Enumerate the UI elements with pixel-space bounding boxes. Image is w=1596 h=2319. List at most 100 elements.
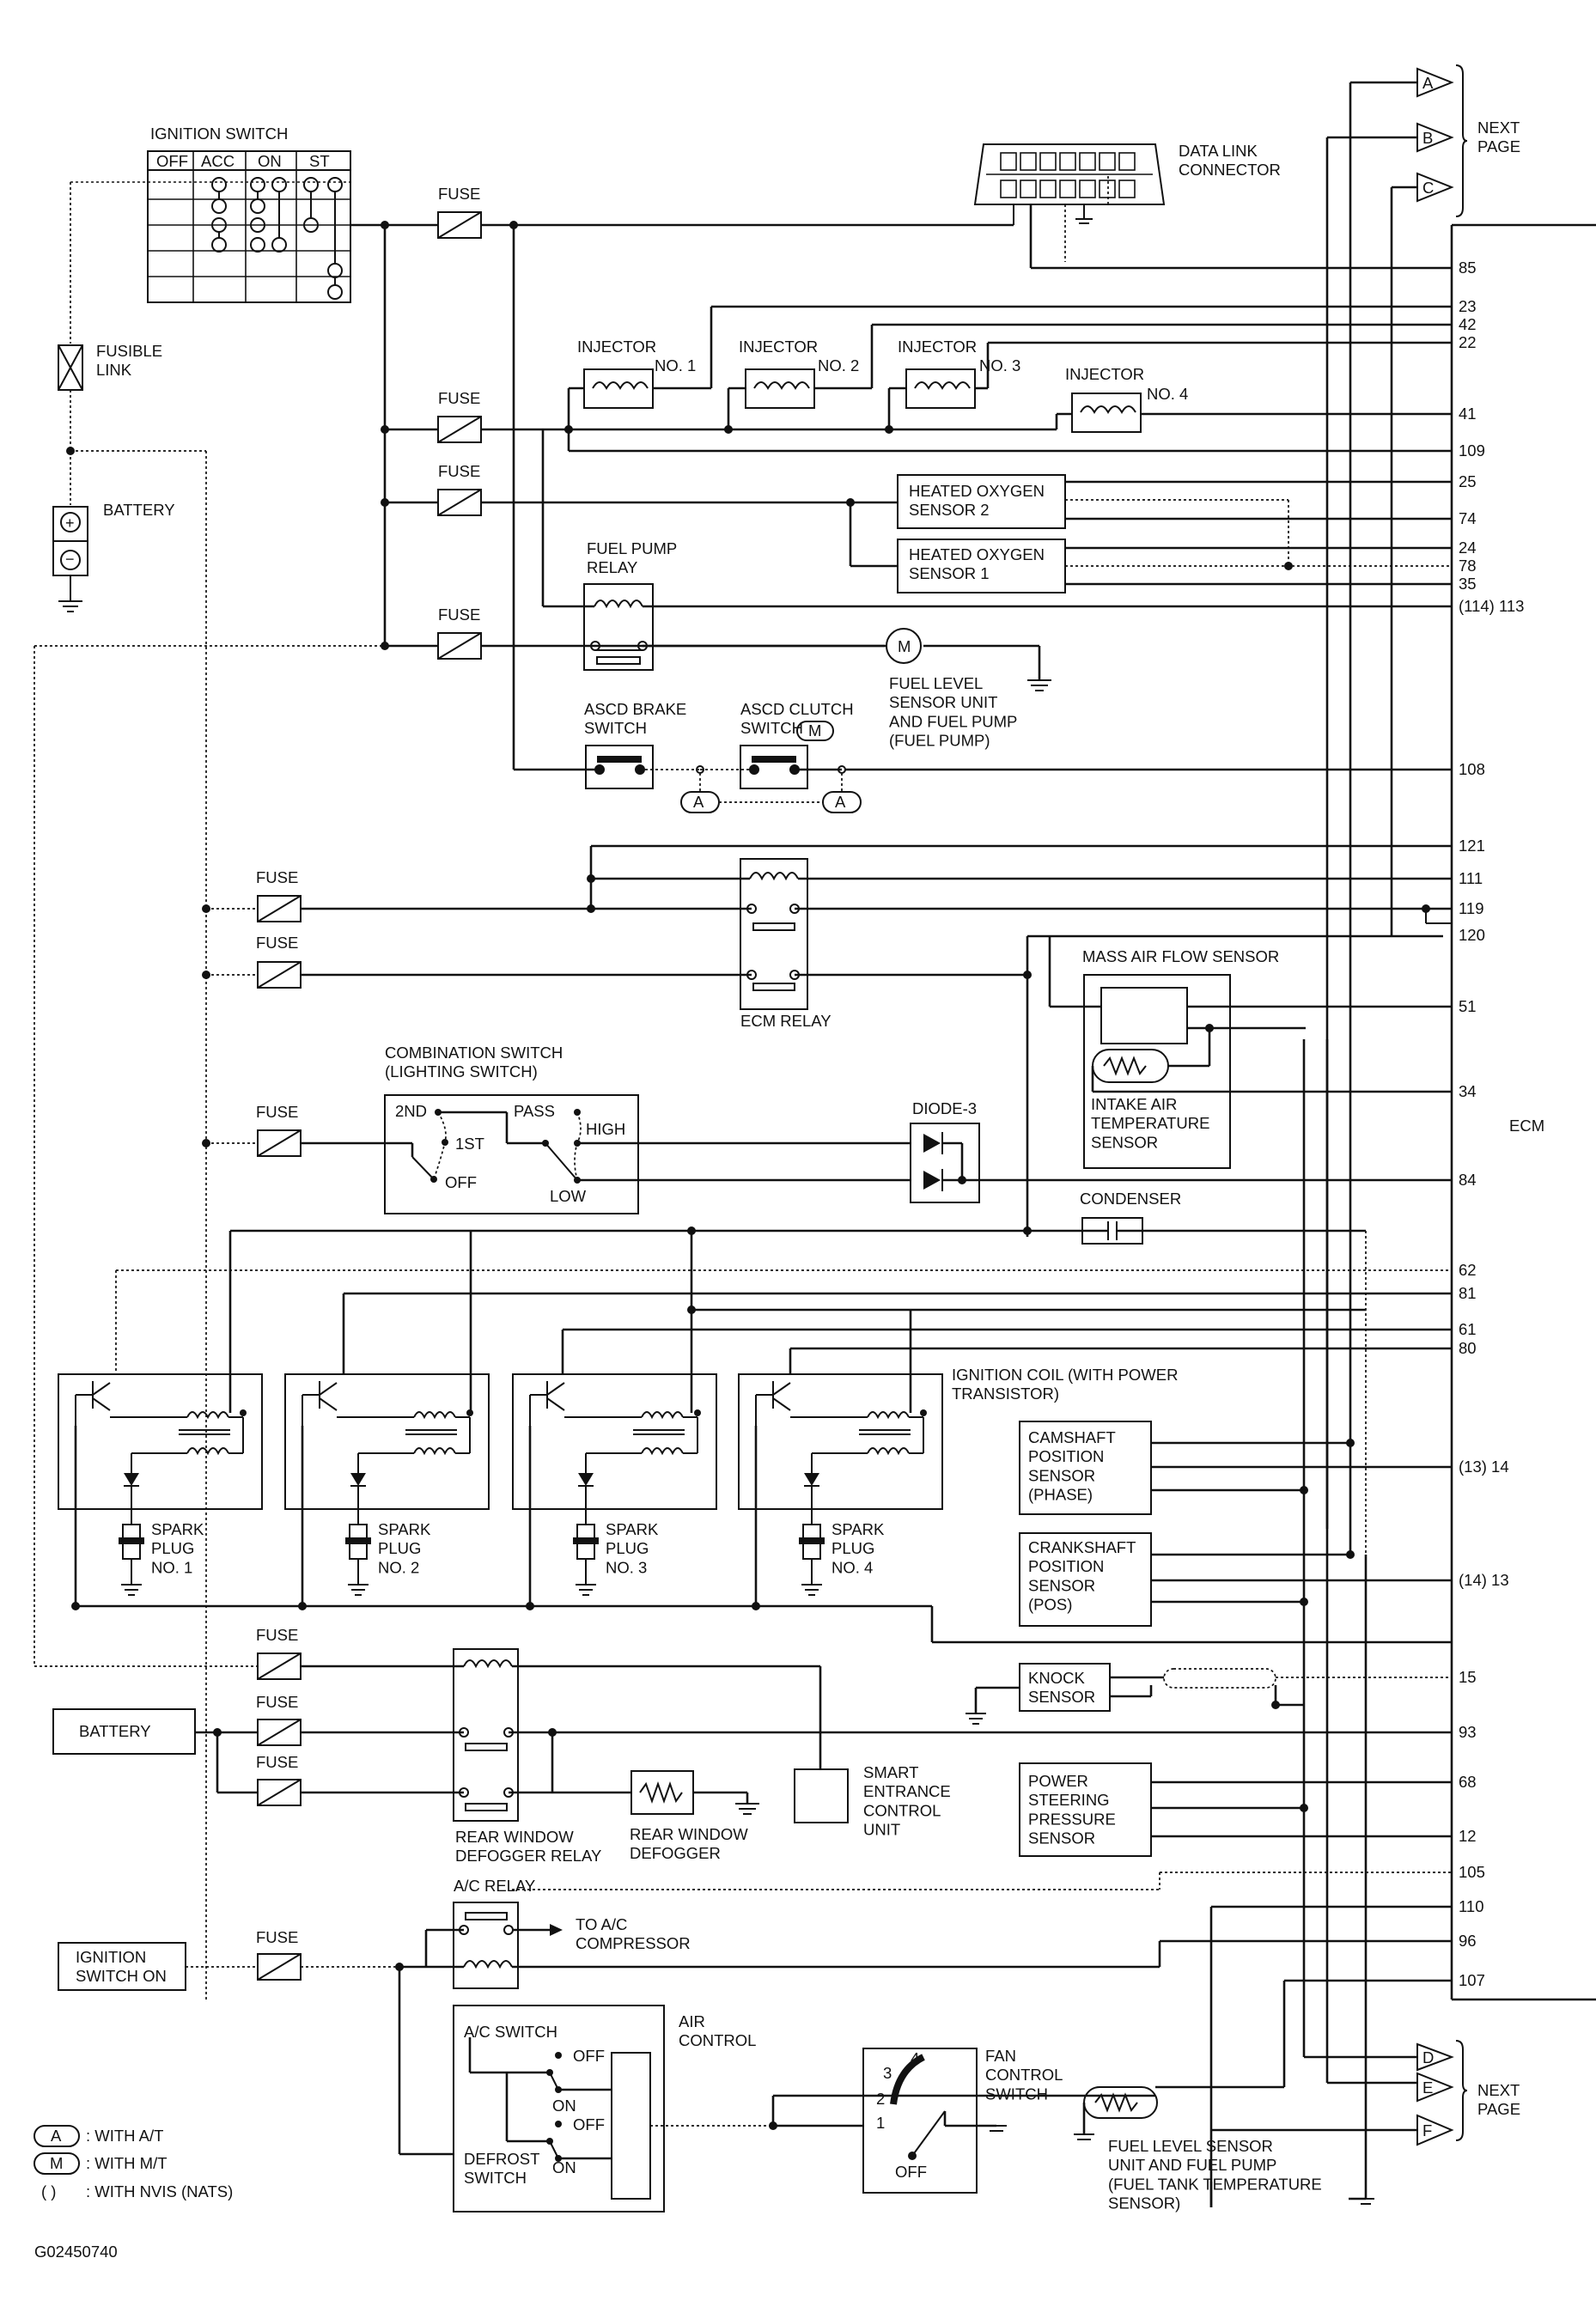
svg-text:−: − (65, 551, 75, 568)
fuse-label-5: FUSE (256, 868, 298, 886)
fan-3: 3 (883, 2064, 892, 2082)
conn-b: B (1422, 129, 1433, 147)
fuse-label-3: FUSE (438, 462, 480, 480)
ign-col-acc: ACC (201, 152, 235, 170)
ignition-switch-title: IGNITION SWITCH (150, 125, 288, 143)
ecm-pin-23: 61 (1459, 1320, 1477, 1338)
fan-4: 4 (911, 2049, 919, 2067)
ac-on: ON (552, 2097, 576, 2115)
fuse-3 (437, 489, 482, 516)
ecm-pin-27: 15 (1459, 1668, 1477, 1686)
conn-a: A (1422, 74, 1434, 92)
fuse-5 (257, 895, 302, 922)
fuse-label-8: FUSE (256, 1626, 298, 1644)
ac-off: OFF (573, 2047, 605, 2065)
ecm-pin-28: 93 (1459, 1723, 1477, 1741)
sw-off: OFF (445, 1173, 477, 1191)
diode-label: DIODE-3 (912, 1099, 977, 1117)
ecm-pin-4: 22 (1459, 333, 1477, 351)
ac-relay-label: A/C RELAY (454, 1877, 535, 1895)
svg-text:+: + (65, 514, 75, 532)
right-bus (1209, 81, 1417, 2207)
ecm-pin-1: 85 (1459, 259, 1477, 277)
ign-col-off: OFF (156, 152, 188, 170)
fuse-7 (257, 1129, 302, 1157)
legend: A : WITH A/T M : WITH M/T ( ) : WITH NVI… (34, 2125, 233, 2261)
ecm-pin-14: 121 (1459, 837, 1485, 855)
ecm-pin-22: 81 (1459, 1284, 1477, 1302)
injector-4-no: NO. 4 (1147, 385, 1188, 403)
ecm-pin-11: 35 (1459, 575, 1477, 593)
ecm-relay-label: ECM RELAY (740, 1012, 832, 1030)
conn-f: F (1422, 2121, 1432, 2139)
ecm-pin-6: 109 (1459, 441, 1485, 460)
injector-4-label: INJECTOR (1065, 365, 1144, 383)
fuse-label-4: FUSE (438, 606, 480, 624)
ecm-pin-17: 120 (1459, 926, 1485, 944)
sw-2nd: 2ND (395, 1102, 427, 1120)
fuse-11 (257, 1953, 302, 1981)
legend-sym-m: M (50, 2154, 63, 2172)
top-fuses: FUSE FUSE FUSE FUSE (350, 185, 1014, 770)
conn-e: E (1422, 2079, 1433, 2097)
ecm-pin-21: 62 (1459, 1261, 1477, 1279)
ecm-pin-13: 108 (1459, 760, 1485, 778)
sw-1st: 1ST (455, 1135, 484, 1153)
condenser-label: CONDENSER (1080, 1190, 1181, 1208)
injector-2-no: NO. 2 (818, 356, 859, 374)
fuse-label-10: FUSE (256, 1753, 298, 1771)
ascd-a-right: A (835, 793, 846, 811)
fuse-9 (257, 1719, 302, 1746)
sw-high: HIGH (586, 1120, 625, 1138)
diode-3: DIODE-3 (910, 1099, 1452, 1203)
ecm-pin-3: 42 (1459, 315, 1477, 333)
ecm-pin-12: (114) 113 (1459, 597, 1524, 615)
injector-3-label: INJECTOR (898, 338, 977, 356)
ecm-pin-31: 105 (1459, 1863, 1485, 1881)
ecm-pin-5: 41 (1459, 405, 1477, 423)
ignition-switch: IGNITION SWITCH OFF ACC ON ST (70, 125, 351, 303)
ac-switch-label: A/C SWITCH (464, 2023, 557, 2041)
ecm-pin-10: 78 (1459, 557, 1477, 575)
fuse-4 (437, 632, 482, 660)
fuse-10 (257, 1779, 302, 1806)
defrost-on: ON (552, 2158, 576, 2176)
legend-text-a: : WITH A/T (86, 2127, 163, 2145)
ecm-pin-33: 96 (1459, 1932, 1477, 1950)
maf-label: MASS AIR FLOW SENSOR (1082, 947, 1279, 965)
ecm-label: ECM (1509, 1117, 1544, 1135)
fuse-label-9: FUSE (256, 1693, 298, 1711)
